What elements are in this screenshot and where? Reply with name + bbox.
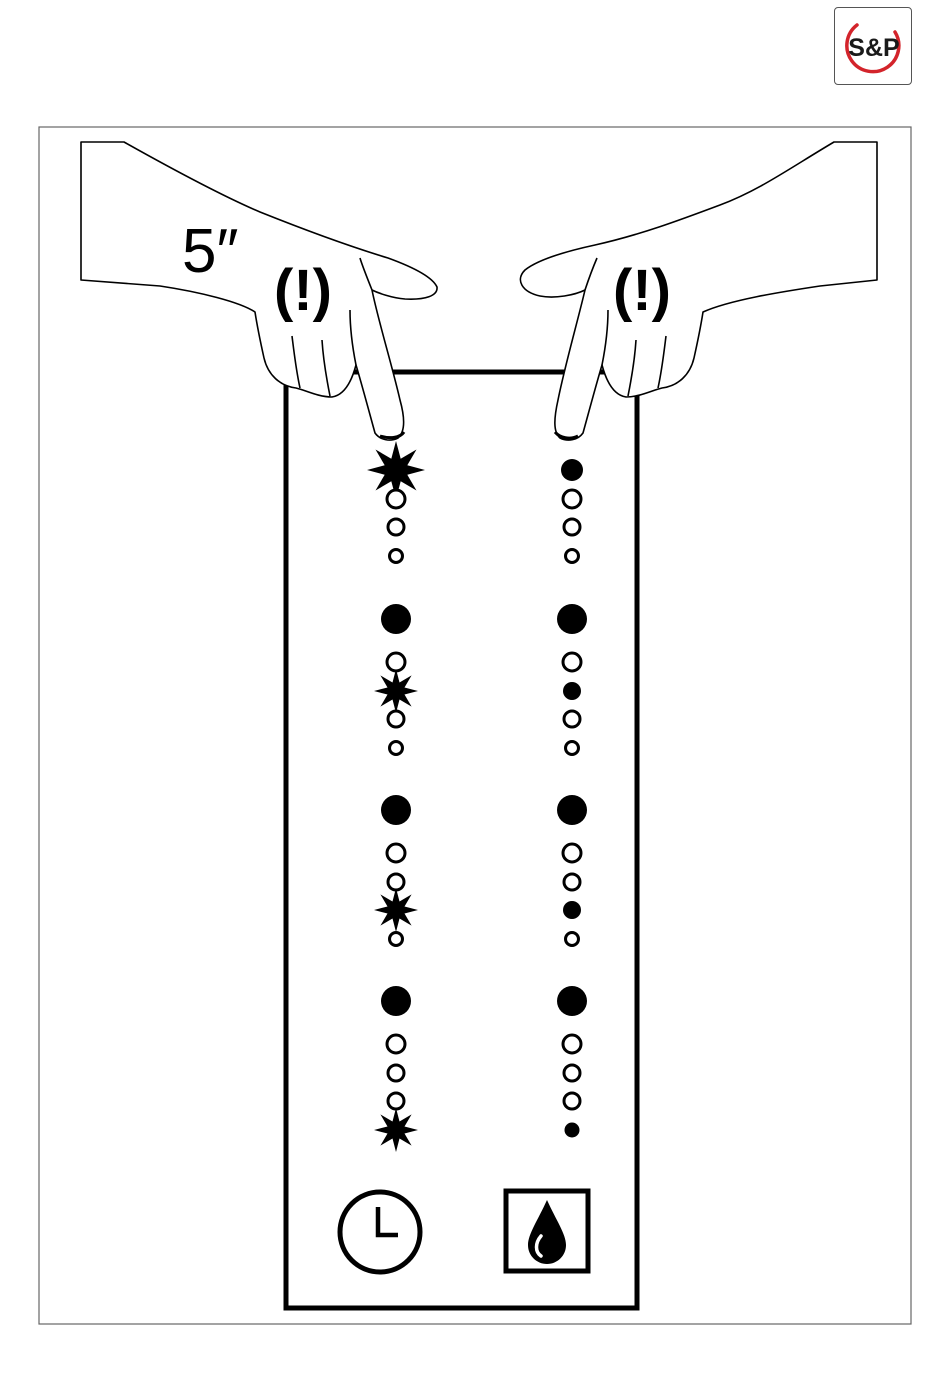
- led-on-indicator: [557, 986, 587, 1016]
- led-off-indicator: [388, 1093, 404, 1109]
- led-off-indicator: [563, 653, 581, 671]
- led-on-indicator: [565, 1123, 580, 1138]
- left-hand: [81, 142, 437, 440]
- led-off-indicator: [390, 742, 403, 755]
- led-off-indicator: [564, 519, 580, 535]
- led-off-indicator: [564, 1093, 580, 1109]
- led-off-indicator: [564, 711, 580, 727]
- warning-right-label: (!): [613, 258, 671, 323]
- led-off-indicator: [388, 874, 404, 890]
- led-flashing-indicator: [374, 669, 418, 713]
- hold-duration-label: 5″: [182, 217, 238, 286]
- led-off-indicator: [387, 844, 405, 862]
- led-off-indicator: [563, 490, 581, 508]
- led-on-indicator: [381, 986, 411, 1016]
- led-on-indicator: [381, 795, 411, 825]
- led-off-indicator: [564, 1065, 580, 1081]
- led-off-indicator: [387, 490, 405, 508]
- led-off-indicator: [563, 1035, 581, 1053]
- led-off-indicator: [566, 933, 579, 946]
- led-off-indicator: [388, 519, 404, 535]
- warning-left-label: (!): [274, 258, 332, 323]
- led-on-indicator: [557, 795, 587, 825]
- led-on-indicator: [563, 901, 581, 919]
- led-off-indicator: [390, 933, 403, 946]
- right-hand: [520, 142, 877, 440]
- led-off-indicator: [566, 742, 579, 755]
- led-off-indicator: [564, 874, 580, 890]
- led-off-indicator: [387, 653, 405, 671]
- led-off-indicator: [563, 844, 581, 862]
- led-on-indicator: [381, 604, 411, 634]
- led-off-indicator: [566, 550, 579, 563]
- led-off-indicator: [390, 550, 403, 563]
- control-panel: [286, 372, 637, 1308]
- led-off-indicator: [388, 1065, 404, 1081]
- led-on-indicator: [563, 682, 581, 700]
- led-on-indicator: [561, 459, 583, 481]
- led-flashing-indicator: [374, 1108, 418, 1152]
- led-on-indicator: [557, 604, 587, 634]
- led-off-indicator: [387, 1035, 405, 1053]
- led-flashing-indicator: [374, 888, 418, 932]
- led-off-indicator: [388, 711, 404, 727]
